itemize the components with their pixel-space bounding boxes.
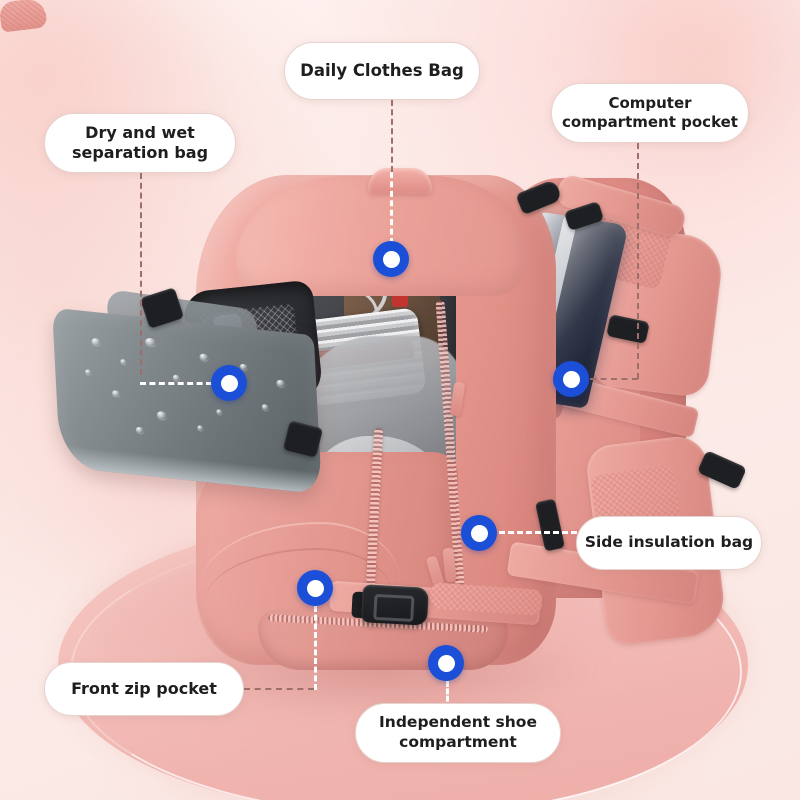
marker-daily-clothes-bag[interactable] <box>373 241 409 277</box>
connector-front-zip-vertical <box>314 606 317 690</box>
marker-computer-compartment-pocket[interactable] <box>553 361 589 397</box>
carry-handle <box>368 168 432 194</box>
water-droplet <box>156 410 168 420</box>
label-front-zip-pocket[interactable]: Front zip pocket <box>44 662 244 716</box>
label-dry-wet-separation-bag[interactable]: Dry and wet separation bag <box>44 113 236 173</box>
water-droplet <box>261 403 269 411</box>
water-droplet <box>120 358 127 365</box>
connector-dry-wet-horizontal <box>140 382 212 385</box>
connector-dry-wet-vertical <box>140 173 142 375</box>
water-droplet <box>197 425 204 431</box>
dry-wet-separation-flap <box>52 307 322 495</box>
water-droplet <box>172 374 181 382</box>
water-droplet <box>91 337 101 346</box>
marker-front-zip-pocket[interactable] <box>297 570 333 606</box>
water-droplet <box>85 369 92 375</box>
water-droplet <box>111 390 121 397</box>
front-panel-seam-shadow <box>204 548 394 604</box>
label-daily-clothes-bag[interactable]: Daily Clothes Bag <box>284 42 480 100</box>
water-droplet <box>276 379 286 388</box>
marker-side-insulation-bag[interactable] <box>461 515 497 551</box>
water-droplet <box>199 353 209 362</box>
label-computer-compartment-pocket[interactable]: Computer compartment pocket <box>551 83 749 143</box>
connector-daily-clothes-white <box>390 172 393 244</box>
marker-dry-wet-separation-bag[interactable] <box>211 365 247 401</box>
water-droplet <box>216 409 223 415</box>
water-droplet <box>135 426 144 434</box>
connector-shoe-compartment <box>446 681 449 709</box>
label-independent-shoe-compartment[interactable]: Independent shoe compartment <box>355 703 561 763</box>
connector-side-insulation <box>499 531 577 534</box>
front-clip-buckle <box>361 584 429 626</box>
marker-independent-shoe-compartment[interactable] <box>428 645 464 681</box>
front-panel-seam-highlight <box>200 522 400 588</box>
connector-computer-vertical <box>637 143 639 379</box>
connector-computer-horizontal <box>590 378 638 380</box>
backpack-top-lid <box>236 176 526 296</box>
connector-front-zip-horizontal <box>244 688 314 690</box>
red-accent-tag <box>392 294 408 307</box>
water-droplet <box>144 337 157 347</box>
connector-daily-clothes-brown <box>391 100 393 172</box>
label-side-insulation-bag[interactable]: Side insulation bag <box>576 516 762 570</box>
